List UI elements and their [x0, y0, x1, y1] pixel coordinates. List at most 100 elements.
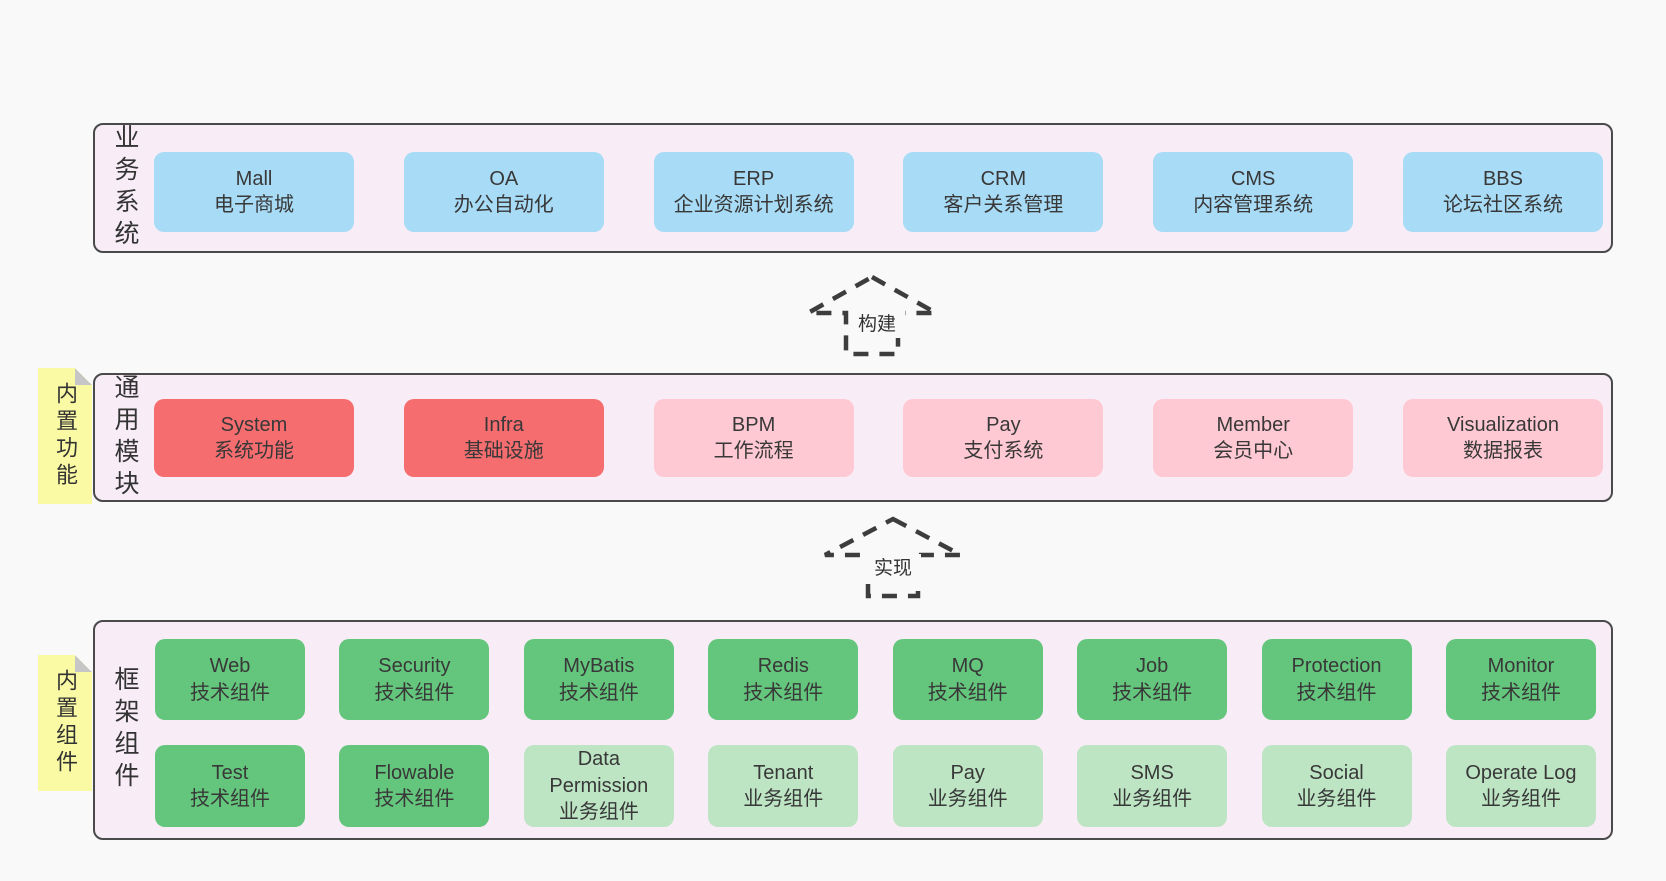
box-monitor: Monitor 技术组件	[1445, 639, 1596, 720]
box-crm: CRM 客户关系管理	[903, 152, 1104, 232]
box-title: Member	[1216, 413, 1290, 436]
implement-arrow: 实现	[823, 516, 963, 599]
box-subtitle: 办公自动化	[453, 194, 554, 216]
box-oa: OA 办公自动化	[403, 152, 604, 232]
up-arrow-shape	[823, 516, 963, 599]
folded-corner-icon	[75, 655, 92, 672]
box-title: Pay	[950, 761, 985, 784]
framework-components-row-1: Web 技术组件 Security 技术组件 MyBatis 技术组件 Redi…	[155, 639, 1596, 720]
business-systems-panel: 业务系统 Mall 电子商城 OA 办公自动化 ERP 企业资源计划系统 CRM…	[93, 123, 1613, 253]
build-arrow: 构建	[799, 274, 945, 357]
box-operate-log: Operate Log 业务组件	[1445, 745, 1596, 827]
box-social: Social 业务组件	[1261, 745, 1412, 827]
box-job: Job 技术组件	[1077, 639, 1228, 720]
box-title: Security	[378, 655, 451, 678]
box-title: Web	[209, 655, 251, 678]
box-title: CMS	[1230, 167, 1276, 190]
box-title: Mall	[235, 167, 273, 190]
box-infra: Infra 基础设施	[403, 399, 604, 477]
box-mybatis: MyBatis 技术组件	[523, 639, 674, 720]
sticky-note-built-in-functions: 内置功能	[38, 368, 92, 504]
box-subtitle: 系统功能	[214, 440, 294, 462]
box-title: MQ	[951, 655, 984, 678]
box-subtitle: 业务组件	[1112, 788, 1193, 810]
box-title: Operate Log	[1465, 761, 1577, 784]
common-modules-label: 通用模块	[111, 373, 139, 502]
box-title: System	[220, 413, 288, 436]
framework-components-panel: 框架组件 Web 技术组件 Security 技术组件 MyBatis 技术组件…	[93, 620, 1613, 840]
box-redis: Redis 技术组件	[708, 639, 859, 720]
box-data-permission: Data Permission 业务组件	[523, 745, 674, 827]
box-title: Tenant	[753, 761, 814, 784]
box-subtitle: 基础设施	[463, 440, 544, 462]
box-subtitle: 技术组件	[1296, 681, 1377, 704]
box-title: OA	[489, 167, 519, 190]
sticky-note-text: 内置组件	[53, 669, 78, 777]
box-subtitle: 工作流程	[713, 440, 794, 462]
box-subtitle: 业务组件	[743, 788, 824, 810]
box-subtitle: 客户关系管理	[943, 194, 1064, 216]
box-title: Visualization	[1447, 413, 1559, 436]
arrow-label-backdrop	[865, 554, 921, 582]
box-test: Test 技术组件	[155, 745, 305, 827]
box-title: Job	[1135, 655, 1169, 678]
framework-components-row-2: Test 技术组件 Flowable 技术组件 Data Permission …	[155, 745, 1596, 827]
box-subtitle: 会员中心	[1213, 440, 1294, 462]
box-title: Flowable	[374, 761, 455, 784]
box-pay: Pay 支付系统	[903, 399, 1104, 477]
box-title: Protection	[1291, 655, 1382, 678]
box-web: Web 技术组件	[155, 639, 305, 720]
box-title: SMS	[1130, 761, 1174, 784]
box-sms: SMS 业务组件	[1077, 745, 1228, 827]
box-title: Infra	[483, 413, 524, 436]
box-tenant: Tenant 业务组件	[708, 745, 859, 827]
box-title: BBS	[1482, 167, 1523, 190]
box-mq: MQ 技术组件	[892, 639, 1043, 720]
box-title: Social	[1309, 761, 1364, 784]
box-title: Test	[211, 761, 249, 784]
framework-components-label: 框架组件	[111, 666, 139, 794]
box-title: ERP	[733, 167, 775, 190]
box-subtitle: 技术组件	[190, 681, 270, 704]
box-title: BPM	[731, 413, 776, 436]
box-title: Monitor	[1487, 655, 1555, 678]
box-flowable: Flowable 技术组件	[339, 745, 490, 827]
implement-arrow-label: 实现	[874, 557, 912, 579]
box-visualization: Visualization 数据报表	[1402, 399, 1603, 477]
sticky-note-built-in-components: 内置组件	[38, 655, 92, 791]
up-arrow-shape	[799, 274, 945, 357]
box-system: System 系统功能	[154, 399, 354, 477]
box-protection: Protection 技术组件	[1261, 639, 1412, 720]
box-subtitle: 内容管理系统	[1193, 194, 1314, 216]
box-title: Data Permission	[549, 748, 649, 797]
arrow-label-backdrop	[849, 310, 905, 338]
box-subtitle: 技术组件	[190, 788, 270, 810]
box-erp: ERP 企业资源计划系统	[653, 152, 854, 232]
box-title: CRM	[980, 167, 1027, 190]
box-subtitle: 论坛社区系统	[1442, 194, 1563, 216]
box-subtitle: 业务组件	[1480, 788, 1561, 810]
box-member: Member 会员中心	[1153, 399, 1354, 477]
box-pay-biz: Pay 业务组件	[892, 745, 1043, 827]
box-subtitle: 技术组件	[927, 681, 1008, 704]
box-subtitle: 技术组件	[743, 681, 824, 704]
box-title: Pay	[986, 413, 1021, 436]
common-modules-row: System 系统功能 Infra 基础设施 BPM 工作流程 Pay 支付系统…	[154, 399, 1603, 477]
folded-corner-icon	[75, 368, 92, 385]
sticky-note-text: 内置功能	[53, 382, 78, 490]
box-bbs: BBS 论坛社区系统	[1402, 152, 1603, 232]
box-subtitle: 支付系统	[963, 440, 1044, 462]
box-subtitle: 技术组件	[558, 681, 639, 704]
business-systems-row: Mall 电子商城 OA 办公自动化 ERP 企业资源计划系统 CRM 客户关系…	[154, 152, 1603, 232]
business-systems-label: 业务系统	[111, 124, 139, 252]
box-subtitle: 技术组件	[1112, 681, 1193, 704]
box-subtitle: 电子商城	[214, 194, 294, 216]
box-title: Redis	[757, 655, 809, 678]
box-subtitle: 数据报表	[1462, 440, 1543, 462]
box-subtitle: 技术组件	[374, 681, 455, 704]
box-cms: CMS 内容管理系统	[1153, 152, 1354, 232]
box-subtitle: 技术组件	[374, 788, 455, 810]
box-security: Security 技术组件	[339, 639, 490, 720]
box-subtitle: 业务组件	[927, 788, 1008, 810]
box-title: MyBatis	[563, 655, 635, 678]
